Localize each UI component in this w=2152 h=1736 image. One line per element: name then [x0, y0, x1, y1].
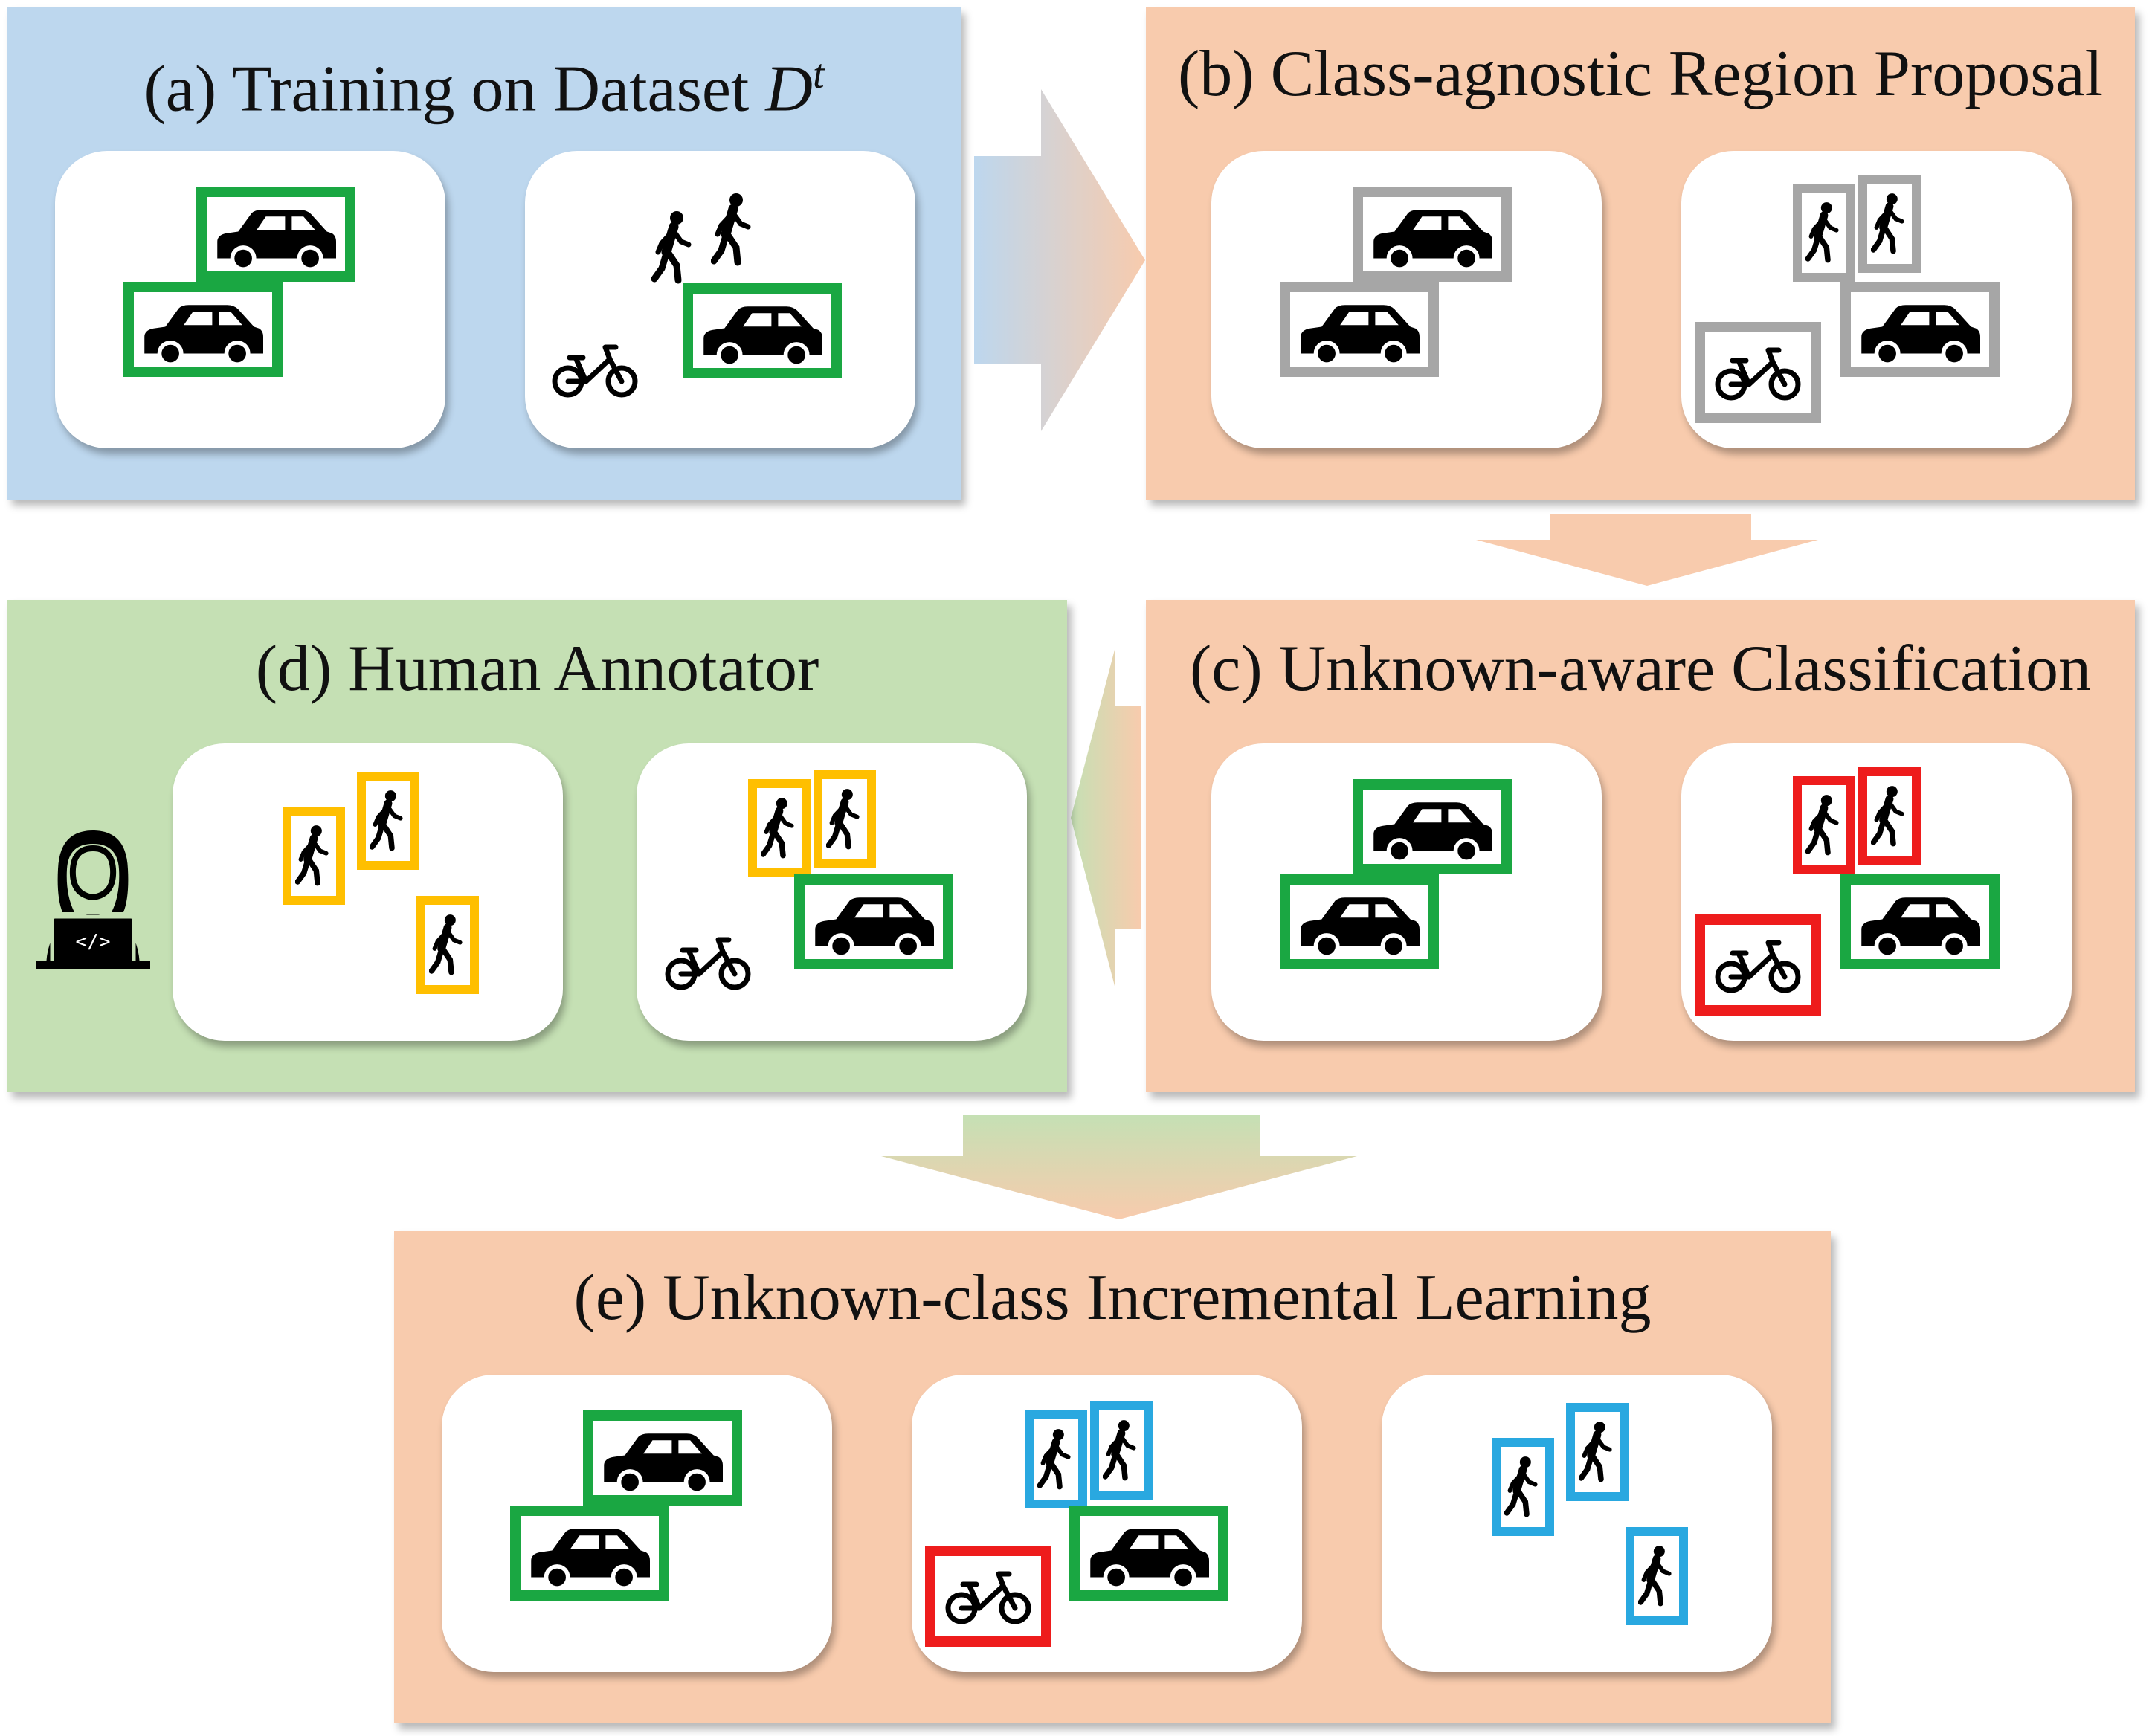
image-card — [442, 1375, 832, 1672]
panel-title-human-annotator: (d) Human Annotator — [255, 633, 819, 705]
annotated-box — [814, 770, 876, 868]
image-card — [1681, 151, 2072, 448]
learned-box — [1626, 1527, 1688, 1625]
panel-title-unknown-classification: (c) Unknown-aware Classification — [1189, 633, 2092, 705]
pedestrian-icon — [370, 790, 407, 852]
car-icon — [1857, 297, 1983, 364]
flow-arrow-b-to-c — [1476, 514, 1818, 586]
pedestrian-icon — [1871, 193, 1908, 255]
bicycle-icon — [663, 932, 753, 992]
proposal-box — [1858, 175, 1921, 273]
panel-human-annotator: (d) Human Annotator </> — [7, 600, 1067, 1092]
pedestrian-icon — [1037, 1428, 1075, 1491]
pedestrian-icon — [761, 797, 798, 859]
unknown-box — [1858, 767, 1921, 865]
car-icon — [1296, 889, 1423, 956]
known-box — [1840, 874, 2000, 969]
image-card — [912, 1375, 1302, 1672]
pedestrian-icon — [1805, 794, 1843, 856]
pedestrian-icon — [1805, 201, 1843, 264]
known-box — [1069, 1506, 1228, 1601]
known-box — [123, 282, 283, 377]
car-icon — [1086, 1520, 1212, 1587]
proposal-box — [1840, 282, 2000, 377]
learned-box — [1025, 1410, 1087, 1508]
panel-unknown-classification: (c) Unknown-aware Classification — [1146, 600, 2135, 1092]
bicycle-icon — [1713, 935, 1803, 995]
annotated-box — [748, 779, 811, 877]
known-box — [1280, 874, 1439, 969]
known-box — [196, 187, 355, 282]
panel-title-training: (a) Training on Dataset Dt — [144, 51, 825, 126]
bicycle-icon — [1713, 343, 1803, 402]
car-icon — [1296, 297, 1423, 364]
car-icon — [699, 298, 825, 365]
car-icon — [526, 1520, 653, 1587]
known-box — [510, 1506, 669, 1601]
pedestrian-icon — [1579, 1421, 1616, 1483]
panel-incremental-learning: (e) Unknown-class Incremental Learning — [394, 1231, 1831, 1723]
unknown-box — [1695, 914, 1821, 1016]
known-box — [583, 1410, 742, 1506]
panel-region-proposal: (b) Class-agnostic Region Proposal — [1146, 7, 2135, 500]
proposal-box — [1280, 282, 1439, 377]
pedestrian-icon — [295, 825, 332, 887]
car-icon — [811, 889, 937, 956]
panel-training: (a) Training on Dataset Dt — [7, 7, 961, 500]
learned-box — [1492, 1438, 1554, 1536]
annotated-box — [416, 896, 479, 994]
bicycle-icon — [550, 340, 640, 399]
image-card — [173, 743, 563, 1041]
car-icon — [599, 1425, 726, 1492]
flow-arrow-a-to-b — [974, 89, 1145, 431]
image-card — [1382, 1375, 1772, 1672]
car-icon — [1369, 794, 1495, 861]
annotated-box — [283, 807, 345, 905]
unknown-box — [925, 1546, 1051, 1647]
pedestrian-icon — [1103, 1419, 1140, 1482]
pedestrian-icon — [1504, 1456, 1541, 1518]
image-card — [1211, 743, 1602, 1041]
proposal-box — [1353, 187, 1512, 282]
pedestrian-icon — [1638, 1545, 1675, 1607]
image-card — [55, 151, 445, 448]
pedestrian-icon — [711, 193, 756, 267]
annotated-box — [357, 772, 419, 870]
pedestrian-icon — [651, 210, 696, 285]
image-card — [637, 743, 1027, 1041]
car-icon — [1369, 201, 1495, 268]
car-icon — [213, 201, 339, 268]
panel-title-region-proposal: (b) Class-agnostic Region Proposal — [1177, 38, 2104, 110]
flow-arrow-d-to-e — [881, 1115, 1357, 1219]
svg-text:</>: </> — [76, 931, 111, 953]
bicycle-icon — [944, 1566, 1033, 1626]
programmer-icon: </> — [36, 830, 150, 969]
car-icon — [1857, 889, 1983, 956]
car-icon — [140, 297, 266, 364]
panel-title-incremental-learning: (e) Unknown-class Incremental Learning — [573, 1262, 1652, 1334]
known-box — [683, 283, 842, 378]
image-card — [1211, 151, 1602, 448]
image-card — [1681, 743, 2072, 1041]
known-box — [794, 874, 953, 969]
proposal-box — [1793, 184, 1855, 282]
pedestrian-icon — [1871, 785, 1908, 848]
pedestrian-icon — [429, 914, 466, 976]
proposal-box — [1695, 322, 1821, 423]
known-box — [1353, 779, 1512, 874]
pedestrian-icon — [826, 788, 863, 851]
learned-box — [1566, 1403, 1629, 1501]
unknown-box — [1793, 776, 1855, 874]
image-card — [525, 151, 915, 448]
learned-box — [1090, 1401, 1153, 1500]
flow-arrow-c-to-d — [1071, 647, 1141, 989]
